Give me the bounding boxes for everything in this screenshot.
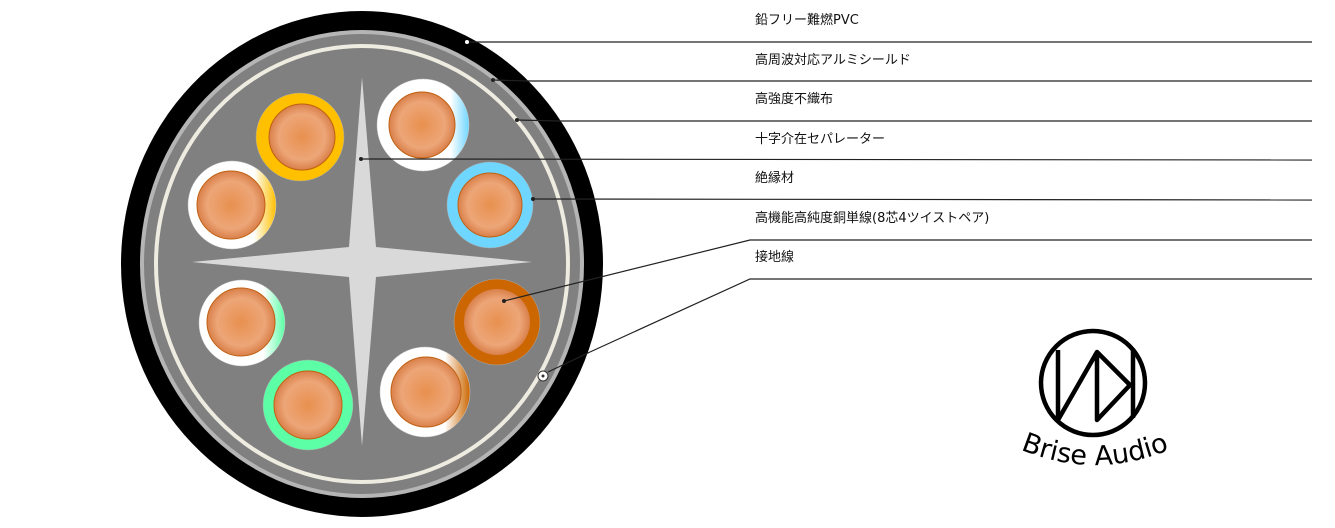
core-white-blue <box>376 78 470 172</box>
core-brown <box>453 278 541 366</box>
nonwoven-fabric <box>154 44 570 484</box>
core-white-orange <box>187 160 277 250</box>
label-copper-conductor: 高機能高純度銅単線(8芯4ツイストペア) <box>755 211 990 226</box>
core-white-brown <box>379 346 471 438</box>
label-cross-separator: 十字介在セパレーター <box>755 132 886 147</box>
core-blue <box>446 161 534 249</box>
label-nonwoven-fabric: 高強度不織布 <box>755 92 834 107</box>
label-aluminum-shield: 高周波対応アルミシールド <box>755 53 911 68</box>
leader-lines <box>360 41 1313 373</box>
core-white-green <box>198 279 286 367</box>
label-pvc-jacket: 鉛フリー難燃PVC <box>755 13 859 28</box>
label-ground-wire: 接地線 <box>755 250 795 265</box>
core-orange <box>255 92 345 182</box>
brise-audio-logo <box>1038 328 1148 438</box>
core-green <box>262 359 354 451</box>
cross-separator <box>192 77 532 446</box>
label-insulation: 絶縁材 <box>755 171 795 186</box>
